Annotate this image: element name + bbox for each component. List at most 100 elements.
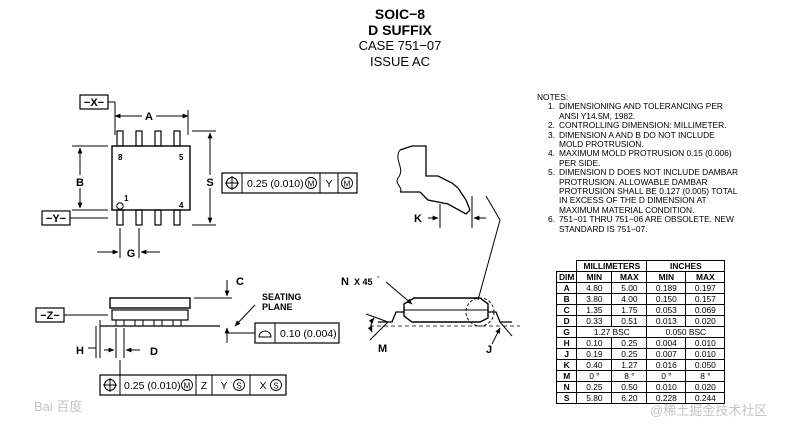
table-cell: S	[555, 392, 578, 404]
table-cell: 0.25	[611, 348, 648, 360]
fcf-flatness: 0.10 (0.004)	[227, 322, 340, 344]
header-in-min: MIN	[646, 271, 687, 283]
table-cell: 0.157	[685, 293, 726, 305]
note-line: ANSI Y14.5M, 1982.	[559, 110, 636, 121]
watermark-left: Bai 百度	[34, 399, 83, 414]
table-cell: 0.010	[685, 337, 726, 349]
pin-top-6	[154, 130, 162, 147]
table-cell: 1.27 BSC	[576, 326, 648, 338]
pin-bottom-4	[173, 209, 181, 226]
table-cell: 0.013	[646, 315, 687, 327]
dim-n-label: N	[341, 276, 349, 288]
note-number: 3.	[548, 129, 555, 140]
dim-n-angle: X 45	[354, 277, 373, 287]
svg-text:M: M	[344, 180, 351, 189]
note-line: DIMENSION A AND B DO NOT INCLUDE	[559, 129, 715, 140]
rfs-icon	[270, 379, 282, 391]
note-line: MAXIMUM MOLD PROTRUSION 0.15 (0.006)	[559, 148, 732, 159]
fcf-position-top: 0.25 (0.010) M Y M	[221, 172, 358, 194]
datum-x-label: −X−	[84, 97, 104, 109]
note-line: IN EXCESS OF THE D DIMENSION AT	[559, 195, 707, 206]
note-number: 1.	[548, 101, 555, 112]
table-cell: 5.00	[611, 282, 648, 294]
dim-k-label: K	[414, 213, 422, 225]
mmc-icon	[341, 177, 353, 189]
table-cell: 0.40	[576, 359, 613, 371]
table-cell: 0.244	[685, 392, 726, 404]
svg-text:S: S	[236, 382, 241, 391]
table-cell: 0.053	[646, 304, 687, 316]
package-body-side	[109, 297, 191, 309]
note-line: STANDARD IS 751−07.	[559, 223, 648, 234]
table-cell: M	[555, 370, 578, 382]
dim-d-label: D	[150, 346, 158, 358]
seating-plane-label-2: PLANE	[262, 302, 293, 312]
fcf-flat-value: 0.10 (0.004)	[280, 328, 337, 340]
svg-text:M: M	[184, 382, 191, 391]
table-cell: 5.80	[576, 392, 613, 404]
table-cell: 0.19	[576, 348, 613, 360]
table-cell: 0.020	[685, 381, 726, 393]
watermark-right: @稀土掘金技术社区	[650, 403, 768, 418]
notes-section: NOTES: 1.DIMENSIONING AND TOLERANCING PE…	[537, 92, 797, 234]
table-cell: 1.75	[611, 304, 648, 316]
table-cell: 0.25	[611, 337, 648, 349]
pin-8-label: 8	[118, 153, 123, 162]
pin-1-indicator	[116, 202, 124, 210]
table-cell: N	[555, 381, 578, 393]
header-dim: DIM	[555, 271, 578, 283]
table-cell: 0.020	[685, 315, 726, 327]
table-cell: 0.050 BSC	[646, 326, 726, 338]
table-cell: 0.016	[646, 359, 687, 371]
note-item: 4.MAXIMUM MOLD PROTRUSION 0.15 (0.006)PE…	[537, 149, 797, 168]
pin-bottom-1	[116, 209, 124, 226]
table-cell: K	[555, 359, 578, 371]
header-mm-max: MAX	[611, 271, 648, 283]
case-number: CASE 751−07	[358, 38, 442, 53]
table-cell: A	[555, 282, 578, 294]
flatness-icon	[258, 330, 272, 338]
package-body-end	[403, 297, 489, 323]
note-line: PROTRUSION SHALL BE 0.127 (0.005) TOTAL	[559, 186, 738, 197]
table-cell: H	[555, 337, 578, 349]
package-body-top	[111, 145, 191, 211]
table-cell: 0 °	[646, 370, 687, 382]
table-cell: 0.007	[646, 348, 687, 360]
degree-symbol: °	[377, 275, 380, 283]
table-cell: 1.27	[611, 359, 648, 371]
table-cell: 0.050	[685, 359, 726, 371]
note-line: PROTRUSION. ALLOWABLE DAMBAR	[559, 176, 708, 187]
table-cell: 0.189	[646, 282, 687, 294]
fcf-bottom-value: 0.25 (0.010)	[124, 380, 181, 392]
side-view: −Z− C SEATING PLANE 0.10 (0.004) H	[35, 276, 340, 396]
dimension-table: MILLIMETERS INCHES DIM MIN MAX MIN MAX A…	[555, 260, 726, 404]
rfs-icon	[233, 379, 245, 391]
fcf-datum-y: Y	[220, 380, 227, 392]
table-cell: 0.25	[576, 381, 613, 393]
table-cell: 6.20	[611, 392, 648, 404]
table-cell: 0.10	[576, 337, 613, 349]
pin-1-label: 1	[124, 194, 129, 203]
pin-bottom-3	[154, 209, 162, 226]
table-cell: G	[555, 326, 578, 338]
mmc-icon	[305, 177, 317, 189]
table-cell: 0.51	[611, 315, 648, 327]
svg-text:M: M	[308, 180, 315, 189]
fcf-position-bottom: 0.25 (0.010) M Z Y S X S	[99, 360, 287, 396]
note-number: 6.	[548, 214, 555, 225]
svg-text:S: S	[273, 382, 278, 391]
dim-h-label: H	[76, 345, 84, 357]
pin-top-8	[116, 130, 124, 147]
